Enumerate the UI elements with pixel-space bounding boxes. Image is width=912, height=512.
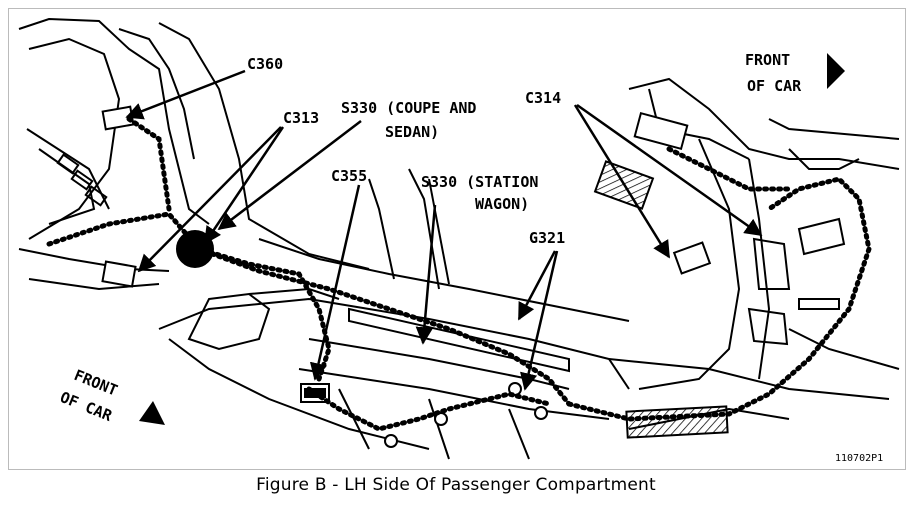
floor-bolt-1 xyxy=(434,412,448,426)
diagram-figure: C360 C313 S330 (COUPE AND SEDAN) C314 C3… xyxy=(8,8,906,470)
arrow-s330-coupe xyxy=(217,120,362,231)
label-c314: C314 xyxy=(525,89,561,107)
arrow-g321-b xyxy=(520,250,559,391)
floor-bolt-3 xyxy=(534,406,548,420)
label-s330-wagon-line1: S330 (STATION xyxy=(421,173,538,191)
wiring-harness xyxy=(46,116,872,432)
components xyxy=(101,105,729,448)
left-seat-connector xyxy=(101,260,137,288)
front-arrow-left xyxy=(139,401,165,425)
label-g321: G321 xyxy=(529,229,565,247)
label-s330-coupe-line1: S330 (COUPE AND xyxy=(341,99,476,117)
arrow-g321-a xyxy=(517,250,557,321)
right-harness-junction xyxy=(625,405,729,439)
label-c360: C360 xyxy=(247,55,283,73)
label-s330-coupe-line2: SEDAN) xyxy=(385,123,439,141)
arrow-s330-wagon xyxy=(415,204,437,345)
arrow-c314-a xyxy=(573,104,671,259)
front-right-line1: FRONT xyxy=(745,51,790,69)
floor-bolt-2 xyxy=(384,434,398,448)
arrow-c314-b xyxy=(576,103,763,237)
figure-caption: Figure B - LH Side Of Passenger Compartm… xyxy=(256,475,656,495)
c314-connector-b xyxy=(672,241,712,275)
front-arrow-right xyxy=(827,53,845,89)
arrow-c355 xyxy=(309,184,361,381)
label-s330-wagon-line2: WAGON) xyxy=(475,195,529,213)
c313-grommet xyxy=(176,230,214,268)
label-c355: C355 xyxy=(331,167,367,185)
front-right-line2: OF CAR xyxy=(747,77,802,95)
arrow-c313-a xyxy=(137,126,282,273)
label-c313: C313 xyxy=(283,109,319,127)
arrow-c360 xyxy=(125,69,246,120)
c314-connector-c xyxy=(633,111,689,151)
arrow-c313-b xyxy=(203,126,285,245)
wiring-diagram: C360 C313 S330 (COUPE AND SEDAN) C314 C3… xyxy=(18,17,900,464)
leader-arrows xyxy=(125,69,763,391)
figure-code: 110702P1 xyxy=(835,453,883,464)
